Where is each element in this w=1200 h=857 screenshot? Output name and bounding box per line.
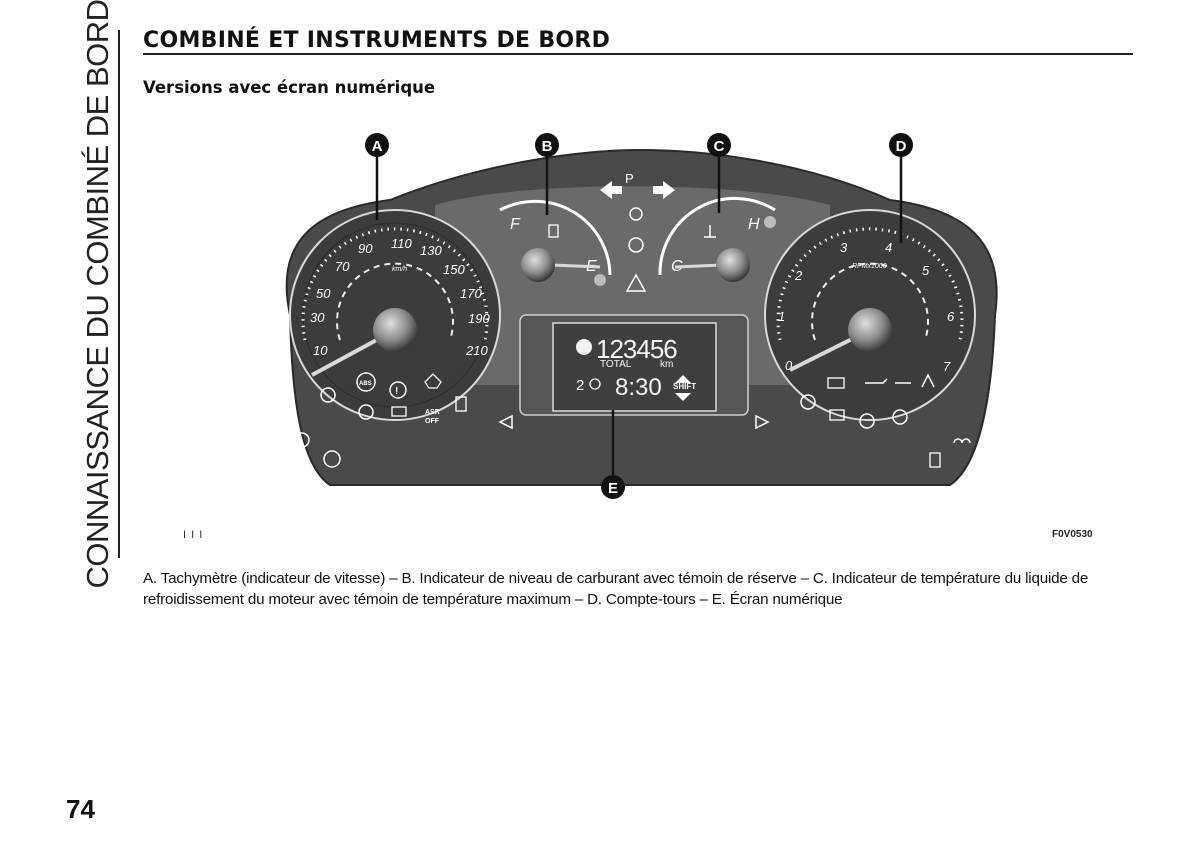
callouts: A B C D E bbox=[365, 133, 913, 499]
turn-right-icon bbox=[653, 181, 675, 199]
speed-tick-190: 190 bbox=[468, 311, 490, 326]
callout-c bbox=[707, 133, 731, 157]
rpm-tick-5: 5 bbox=[922, 263, 930, 278]
fuel-reserve-light bbox=[594, 274, 606, 286]
center-indicators: P bbox=[600, 171, 675, 292]
fuel-full-label: F bbox=[510, 216, 521, 233]
battery-icon bbox=[827, 377, 845, 389]
oil-pressure-icon bbox=[865, 378, 888, 384]
fuel-reserve-icon bbox=[929, 452, 941, 468]
rpm-unit: RPMx1000 bbox=[852, 263, 887, 270]
speed-tick-110: 110 bbox=[391, 236, 412, 251]
page-title: COMBINÉ ET INSTRUMENTS DE BORD bbox=[143, 28, 611, 53]
rear-fog-icon bbox=[755, 414, 770, 430]
callout-b bbox=[535, 133, 559, 157]
cruise-control-icon bbox=[323, 450, 341, 468]
rpm-tick-0: 0 bbox=[785, 358, 793, 373]
asr-off-label: OFF bbox=[425, 418, 440, 425]
asr-label: ASR bbox=[425, 409, 440, 416]
coolant-icon bbox=[704, 225, 716, 238]
title-rule bbox=[143, 53, 1133, 55]
fuel-knob bbox=[521, 248, 555, 282]
side-rule bbox=[118, 30, 120, 558]
callout-d-label: D bbox=[896, 138, 907, 155]
callout-a bbox=[365, 133, 389, 157]
fog-indicator-icon bbox=[629, 207, 643, 221]
shift-label: SHIFT bbox=[673, 382, 696, 391]
speed-knob bbox=[373, 308, 417, 352]
speed-tick-10: 10 bbox=[313, 343, 328, 358]
tachometer: 0 1 2 3 4 5 6 7 RPMx1000 bbox=[764, 209, 976, 468]
rpm-tick-2: 2 bbox=[794, 268, 803, 283]
temp-max-light bbox=[764, 216, 776, 228]
callout-e-label: E bbox=[608, 480, 618, 497]
callout-e bbox=[601, 475, 625, 499]
side-section-title: CONNAISSANCE DU COMBINÉ DE BORD bbox=[80, 0, 115, 589]
brake-icon bbox=[389, 381, 407, 399]
fuel-gauge: F E bbox=[499, 199, 612, 286]
odometer-unit: km bbox=[660, 359, 673, 370]
odometer-value: 123456 bbox=[596, 334, 677, 364]
rpm-knob bbox=[848, 308, 892, 352]
rpm-tick-3: 3 bbox=[840, 240, 848, 255]
speed-tick-130: 130 bbox=[420, 243, 442, 258]
rpm-tick-4: 4 bbox=[885, 240, 892, 255]
callout-b-label: B bbox=[542, 138, 553, 155]
speed-tick-50: 50 bbox=[316, 286, 331, 301]
section-subtitle: Versions avec écran numérique bbox=[143, 78, 436, 97]
hazard-warning-icon bbox=[625, 273, 647, 292]
temp-knob bbox=[716, 248, 750, 282]
speed-tick-210: 210 bbox=[465, 343, 488, 358]
clock-value: 8:30 bbox=[615, 374, 662, 401]
fuel-pump-icon bbox=[548, 224, 559, 238]
speed-tick-90: 90 bbox=[358, 241, 373, 256]
rpm-tick-7: 7 bbox=[943, 359, 951, 374]
speed-tick-170: 170 bbox=[460, 286, 482, 301]
glow-plug-icon bbox=[953, 438, 971, 444]
crop-marks: I I I bbox=[183, 529, 204, 541]
speed-tick-150: 150 bbox=[443, 262, 465, 277]
digital-display: 123456 TOTAL km 2 8:30 SHIFT bbox=[519, 314, 749, 416]
figure-code: F0V0530 bbox=[1052, 529, 1093, 540]
airbag-icon bbox=[892, 409, 908, 425]
lamp-failure-icon bbox=[294, 432, 310, 448]
abs-label: ABS bbox=[359, 381, 372, 387]
figure-caption: A. Tachymètre (indicateur de vitesse) – … bbox=[143, 570, 1089, 608]
rpm-tick-6: 6 bbox=[947, 309, 955, 324]
tpms-icon bbox=[859, 413, 875, 429]
svg-text:!: ! bbox=[395, 386, 398, 397]
low-beam-icon bbox=[628, 237, 644, 253]
steering-icon bbox=[358, 404, 374, 420]
door-open-icon bbox=[455, 396, 467, 412]
engine-failure-icon bbox=[800, 394, 816, 410]
temp-needle bbox=[674, 263, 723, 269]
seatbelt-icon bbox=[921, 373, 935, 388]
gear-indicator: 2 bbox=[576, 377, 584, 394]
fuel-needle bbox=[551, 263, 601, 269]
esp-icon bbox=[424, 373, 442, 389]
headlight-level-icon bbox=[589, 378, 601, 390]
preheat-icon bbox=[391, 406, 407, 417]
shift-arrows-icon bbox=[675, 375, 691, 401]
icon-lamp-circle bbox=[320, 387, 336, 403]
callout-c-label: C bbox=[714, 138, 725, 155]
park-label: P bbox=[625, 171, 634, 186]
service-icon bbox=[576, 339, 592, 355]
temperature-gauge: H C bbox=[658, 196, 776, 282]
odometer-label: TOTAL bbox=[600, 359, 632, 370]
callout-d bbox=[889, 133, 913, 157]
dpf-icon bbox=[829, 409, 845, 421]
rpm-tick-1: 1 bbox=[778, 309, 785, 324]
temp-hot-label: H bbox=[748, 216, 760, 233]
turn-left-icon bbox=[600, 181, 622, 199]
speed-unit: km/h bbox=[392, 266, 407, 273]
instrument-cluster-figure: 10 30 50 70 90 110 130 150 170 190 210 k… bbox=[285, 133, 998, 499]
front-fog-icon bbox=[498, 414, 513, 430]
speedometer: 10 30 50 70 90 110 130 150 170 190 210 k… bbox=[289, 209, 501, 468]
speed-tick-30: 30 bbox=[310, 310, 325, 325]
abs-icon bbox=[356, 372, 376, 392]
speed-tick-70: 70 bbox=[335, 259, 350, 274]
callout-a-label: A bbox=[372, 138, 383, 155]
page-number: 74 bbox=[66, 794, 95, 824]
